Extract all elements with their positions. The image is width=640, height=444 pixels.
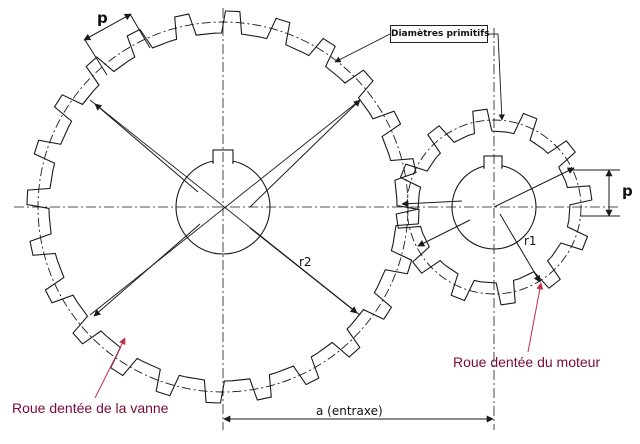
callout-moteur-leader: [527, 282, 544, 353]
pitch-dimension-right: [570, 169, 620, 217]
gear-moteur-label: Roue dentée du moteur: [453, 354, 601, 370]
gear-vanne-label: Roue dentée de la vanne: [12, 400, 169, 416]
r2-arrow-lower: [249, 227, 358, 314]
moteur-left-arrow: [417, 219, 471, 247]
center-distance-label: a (entraxe): [316, 404, 383, 418]
pitch-dimension-top: [83, 13, 151, 76]
vanne-lower-left-arrow: [93, 223, 201, 317]
pitch-label-right: p: [622, 182, 633, 200]
gear-vanne-outline: [26, 10, 420, 404]
radius-r1-label: r1: [524, 234, 537, 248]
callout-vanne-leader: [94, 337, 126, 399]
r1-arrow-lower: [499, 213, 541, 283]
r1-arrow-upper: [493, 167, 575, 208]
gear-moteur-outline: [395, 108, 593, 306]
r2-arrow: [249, 99, 361, 208]
moteur-left-arrow-upper: [401, 200, 463, 208]
pitch-diameter-label: Diamètres primitifs: [390, 25, 490, 43]
center-lines: [14, 8, 620, 430]
vanne-upper-left-arrow: [94, 103, 199, 193]
radius-arrows: [93, 99, 575, 317]
pitch-diameter-leaders: [334, 33, 505, 121]
radius-r2-label: r2: [299, 255, 312, 269]
pitch-label-top: p: [97, 9, 108, 27]
callout-leaders: [94, 282, 544, 399]
